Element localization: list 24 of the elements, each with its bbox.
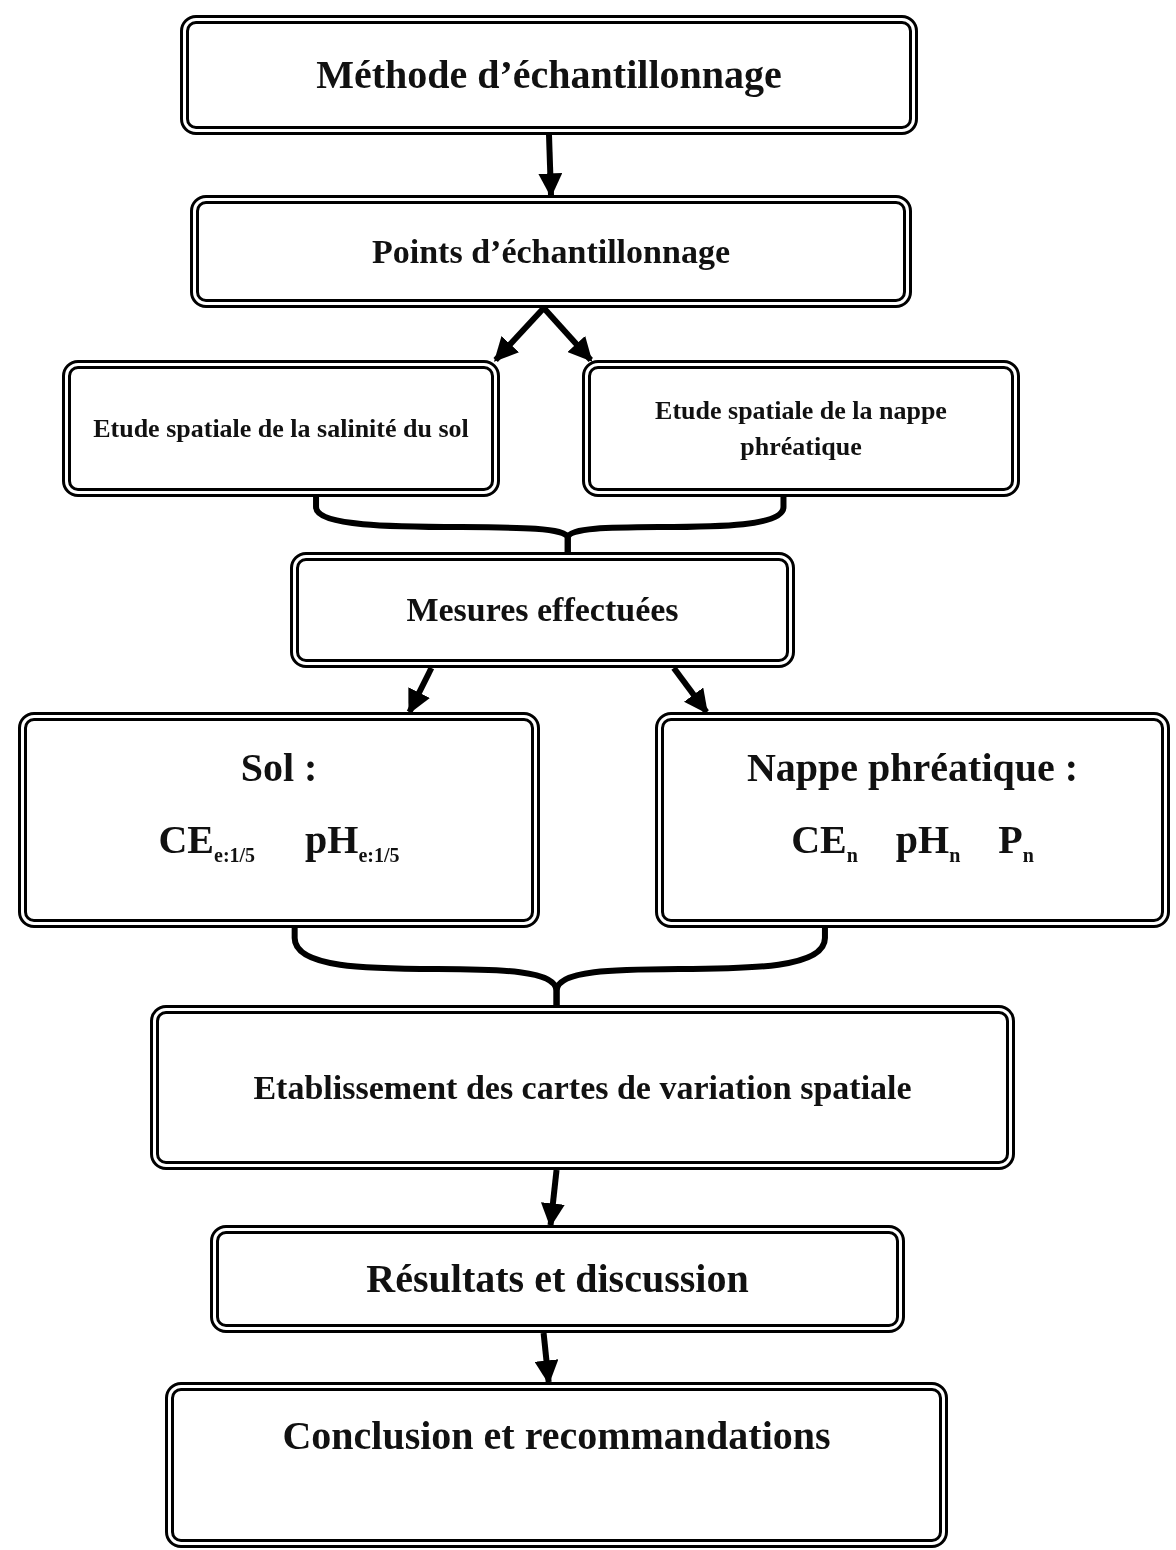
box-label: Sol : (240, 744, 318, 792)
process-box (150, 1005, 1015, 1170)
process-box (210, 1225, 905, 1333)
box-label: Méthode d’échantillonnage (316, 51, 782, 99)
box-label: Nappe phréatique : (746, 744, 1079, 792)
box-label: Points d’échantillonnage (372, 231, 730, 272)
process-box (18, 712, 540, 928)
box-label: Etablissement des cartes de variation spatiale (253, 1067, 912, 1108)
box-label: Mesures effectuées (406, 590, 679, 631)
arrow (671, 666, 709, 714)
box-label: Résultats et discussion (366, 1255, 749, 1303)
process-box (655, 712, 1170, 928)
process-box (190, 195, 912, 308)
process-box (180, 15, 918, 135)
box-label: Etude spatiale de la salinité du sol (93, 412, 469, 445)
process-box (165, 1382, 948, 1548)
box-label: Conclusion et recommandations (282, 1412, 831, 1460)
box-label: CE$_{e:1/5}$ pH$_{e:1/5}$ (158, 816, 400, 868)
box-label: CE$_{n}$ pH$_{n}$ P$_{n}$ (791, 816, 1034, 868)
arrow (541, 306, 593, 362)
process-box (290, 552, 795, 668)
process-box (582, 360, 1020, 497)
process-box (62, 360, 500, 497)
box-label: Etude spatiale de la nappe phréatique (654, 395, 948, 463)
